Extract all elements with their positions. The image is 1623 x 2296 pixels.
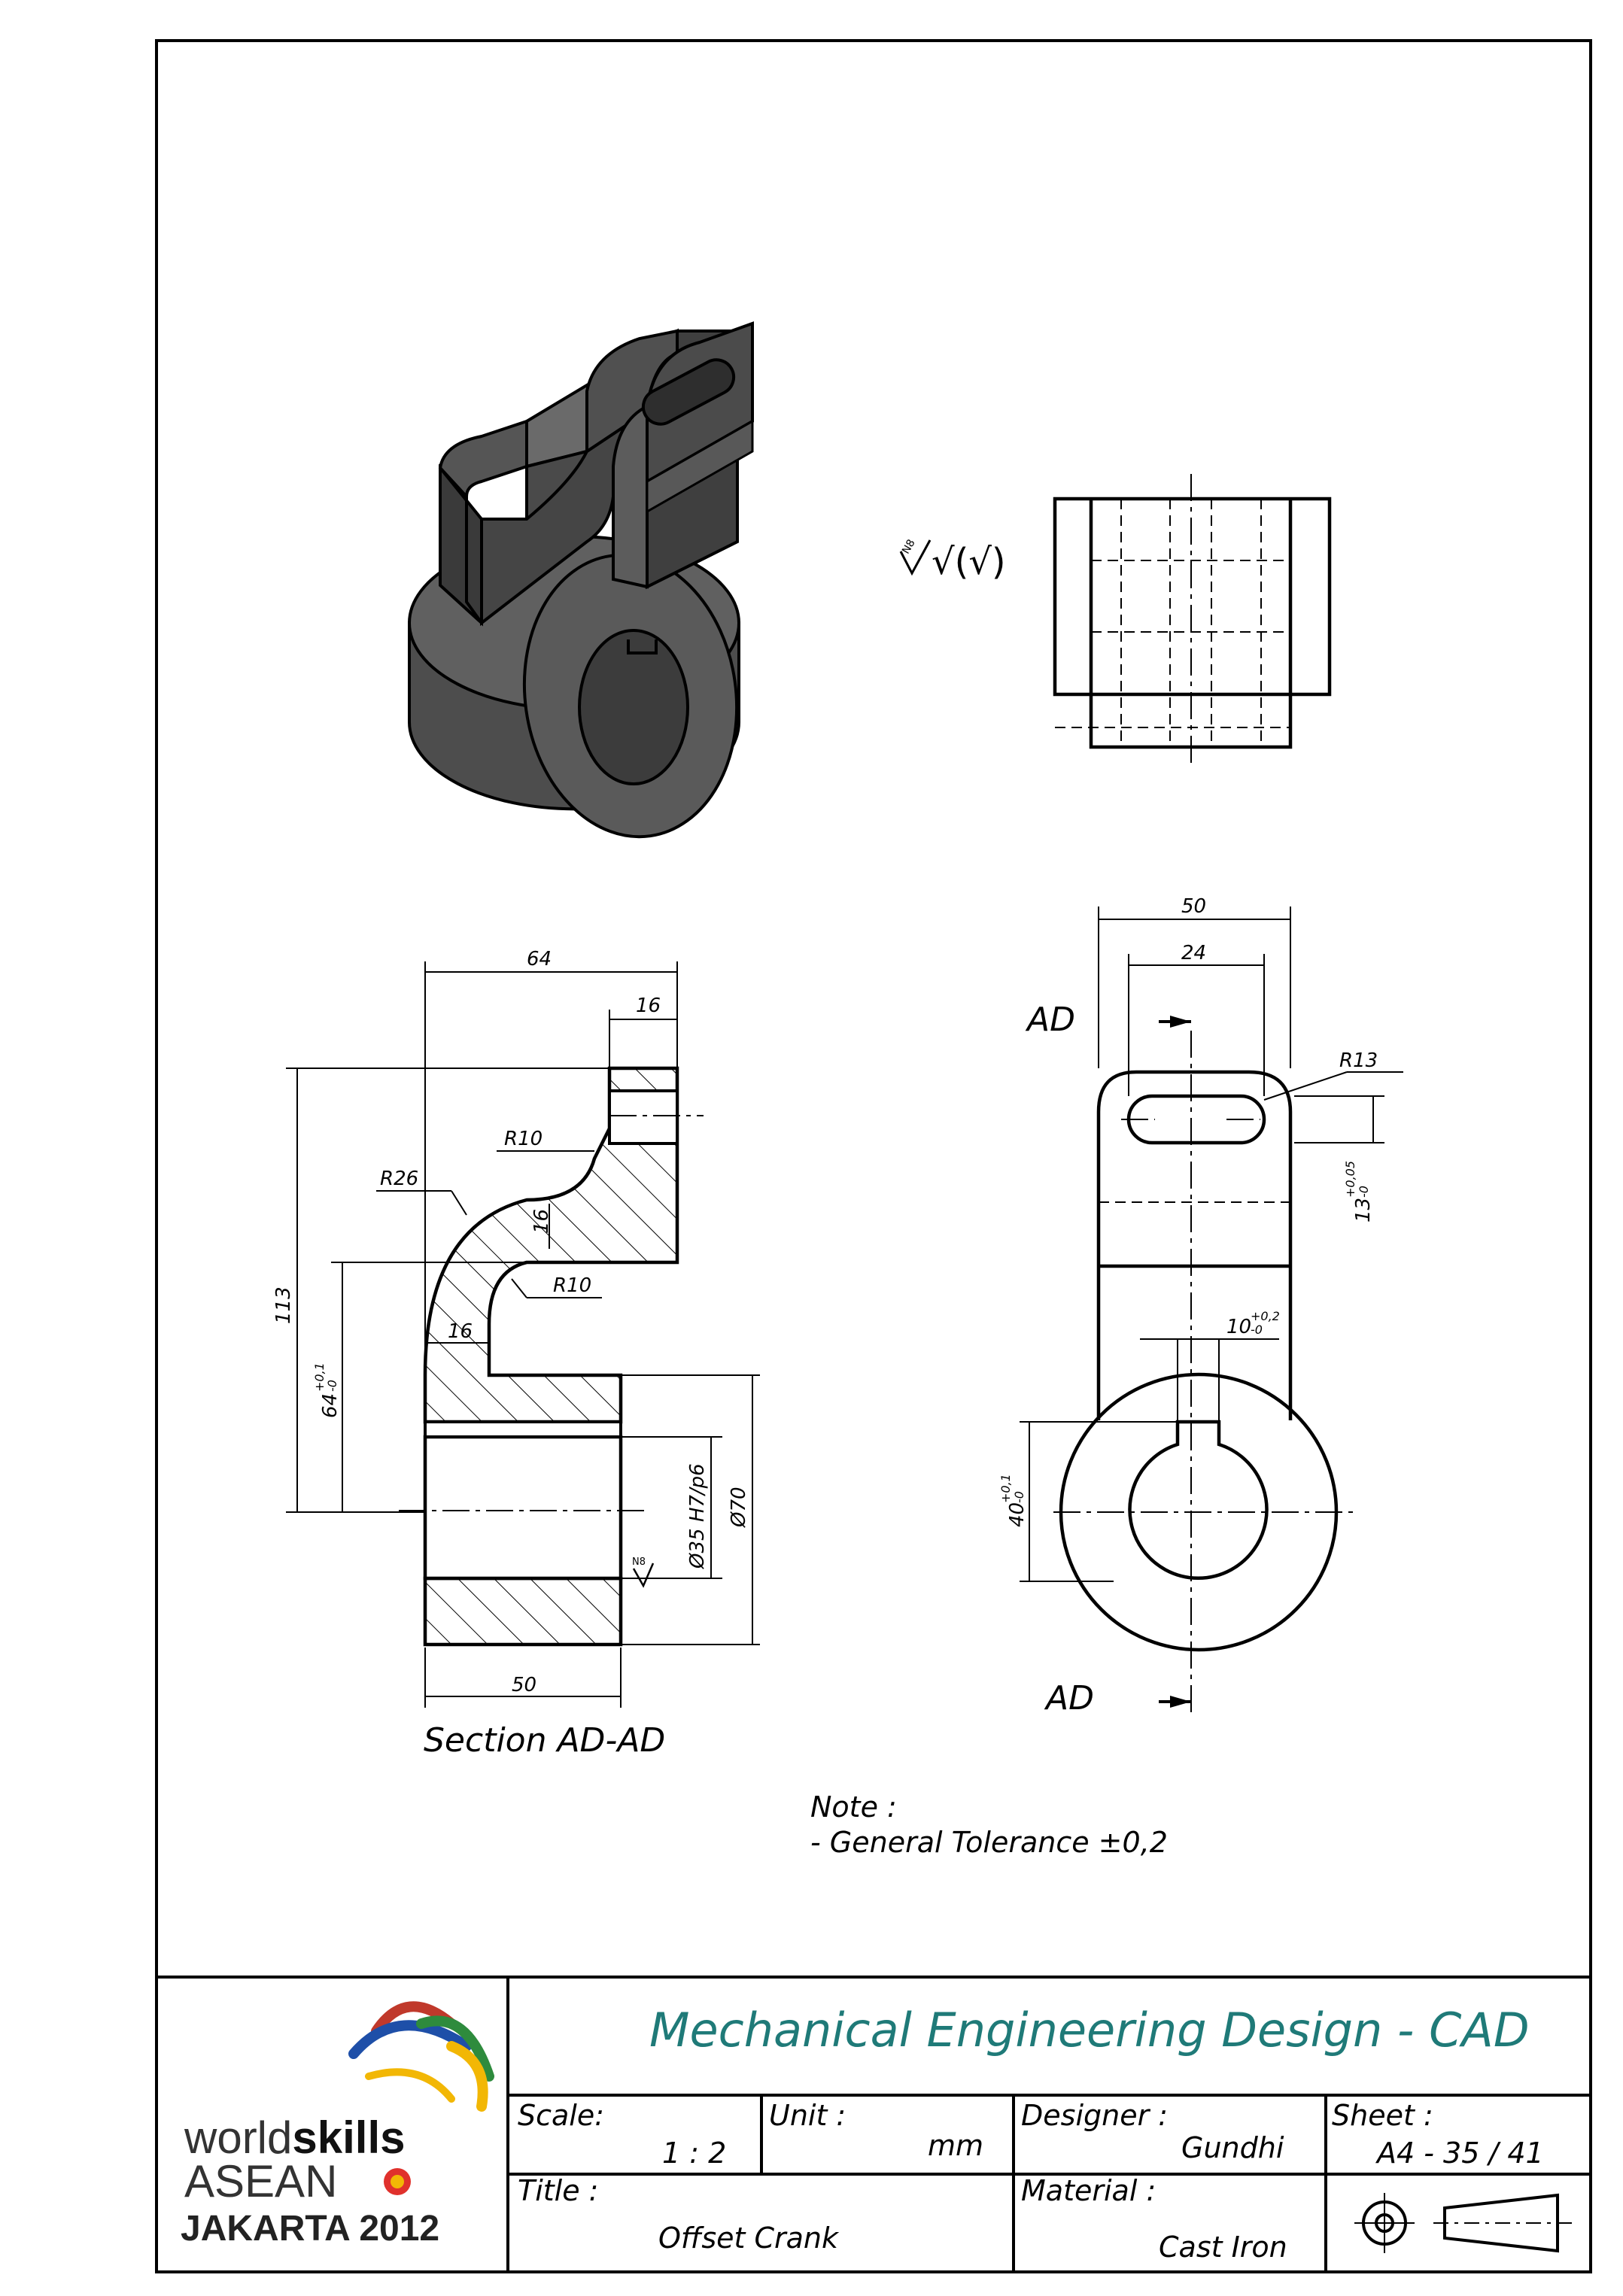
worldskills-logo: worldskills ASEAN JAKARTA 2012 <box>181 2001 494 2249</box>
dim-40-sub: -0 <box>1012 1491 1026 1503</box>
scale-label: Scale: <box>518 2099 604 2132</box>
dim-50-bottom: 50 <box>512 1674 536 1696</box>
surface-finish-symbol: N8 √(√) <box>899 537 1006 583</box>
logo-asean: ASEAN <box>184 2156 337 2206</box>
dim-13-sup: +0,05 <box>1343 1161 1357 1198</box>
dim-16-side: 16 <box>448 1320 473 1343</box>
dim-64-tol-sub: -0 <box>325 1380 339 1392</box>
dim-113: 113 <box>272 1286 295 1324</box>
dim-dia-70: Ø70 <box>728 1487 750 1528</box>
dim-50-top: 50 <box>1181 895 1206 918</box>
dim-16-web: 16 <box>530 1209 553 1234</box>
title-value: Offset Crank <box>658 2222 840 2255</box>
dim-bore-35: Ø35 H7/p6 <box>686 1463 709 1569</box>
note-heading: Note : <box>810 1790 897 1824</box>
material-label: Material : <box>1021 2174 1156 2207</box>
dim-64: 64 <box>527 948 552 970</box>
dim-40: 40 <box>1006 1502 1029 1527</box>
dim-10: 10 <box>1226 1316 1251 1338</box>
sheet-label: Sheet : <box>1332 2099 1433 2132</box>
section-label: Section AD-AD <box>424 1721 665 1760</box>
section-roughness-mark: N8 <box>632 1556 646 1568</box>
cut-label-bottom: AD <box>1044 1679 1094 1717</box>
title-block <box>157 1976 1591 2272</box>
dim-r10-upper: R10 <box>504 1128 543 1150</box>
dim-r26: R26 <box>380 1168 418 1190</box>
dim-13: 13 <box>1352 1198 1375 1222</box>
svg-text:worldskills: worldskills <box>184 2112 406 2163</box>
designer-value: Gundhi <box>1181 2131 1284 2164</box>
logo-world: world <box>184 2112 292 2163</box>
dim-16-top: 16 <box>636 995 661 1017</box>
projection-symbol <box>1354 2193 1573 2253</box>
sheet-border <box>155 39 1592 2273</box>
section-view: N8 <box>272 948 760 1760</box>
isometric-view <box>408 321 754 839</box>
designer-label: Designer : <box>1021 2099 1168 2132</box>
cut-label-top: AD <box>1025 1001 1075 1039</box>
dim-40-sup: +0,1 <box>998 1474 1013 1503</box>
unit-value: mm <box>928 2129 983 2162</box>
title-block-header: Mechanical Engineering Design - CAD <box>649 2003 1530 2058</box>
dim-13-sub: -0 <box>1357 1186 1371 1198</box>
dim-r13: R13 <box>1339 1049 1378 1072</box>
scale-value: 1 : 2 <box>662 2137 726 2170</box>
dim-24: 24 <box>1181 942 1206 964</box>
top-view <box>1053 474 1332 766</box>
sheet-value: A4 - 35 / 41 <box>1375 2137 1544 2170</box>
material-value: Cast Iron <box>1159 2231 1287 2264</box>
surface-symbol-text: √(√) <box>932 541 1006 583</box>
dim-10-sub: -0 <box>1251 1323 1263 1337</box>
side-view: AD AD 50 24 R13 13 +0,05 -0 10 +0,2 -0 <box>998 895 1403 1717</box>
title-label: Title : <box>518 2174 599 2207</box>
logo-jakarta: JAKARTA 2012 <box>181 2209 439 2249</box>
unit-label: Unit : <box>769 2099 846 2132</box>
logo-skills: skills <box>292 2112 405 2163</box>
note-line: - General Tolerance ±0,2 <box>810 1826 1168 1859</box>
dim-64-tol-sup: +0,1 <box>312 1362 327 1392</box>
dim-10-sup: +0,2 <box>1251 1309 1280 1323</box>
dim-r10-lower: R10 <box>553 1274 591 1297</box>
dim-64-tol: 64 <box>319 1393 342 1418</box>
